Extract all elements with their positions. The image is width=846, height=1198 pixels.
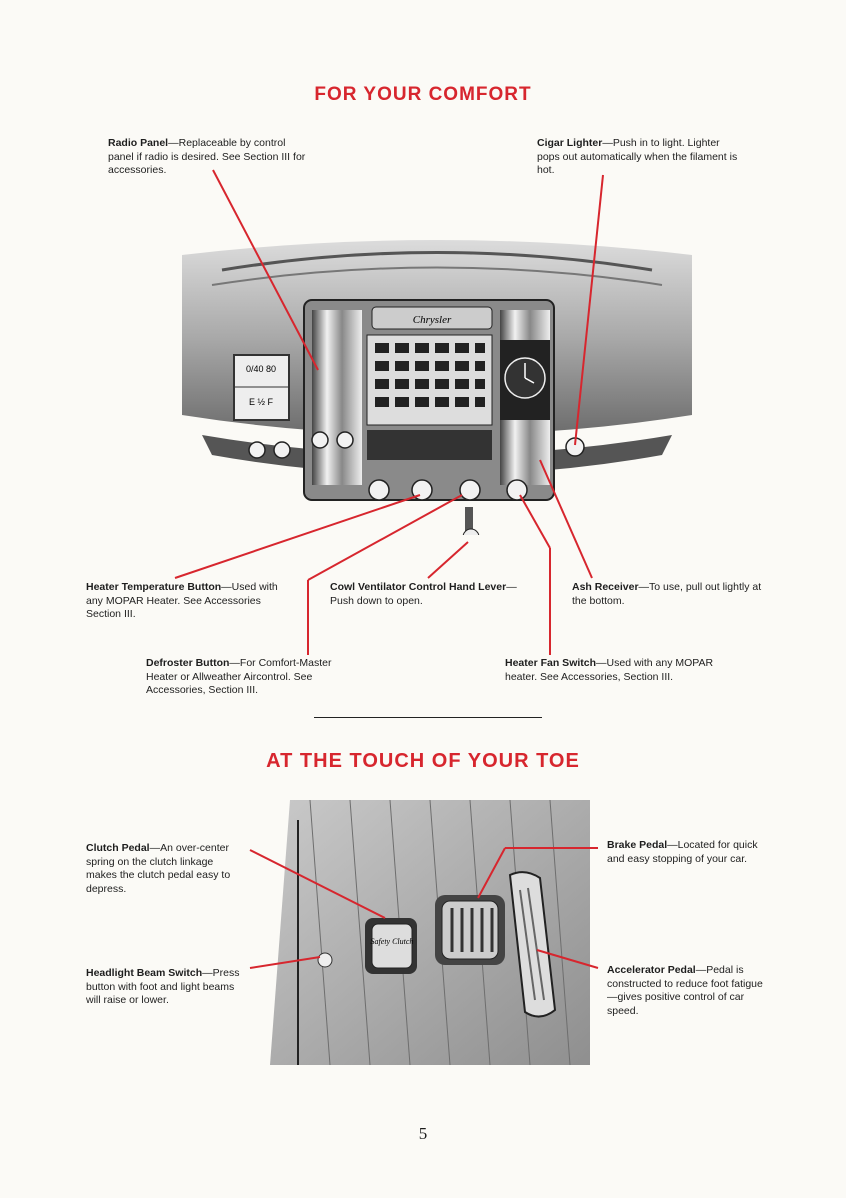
brake-caption: Brake Pedal—Located for quick and easy s… (607, 839, 772, 866)
heater-fan-label: Heater Fan Switch (505, 657, 597, 669)
clutch-caption: Clutch Pedal—An over-center spring on th… (86, 842, 246, 896)
ash-receiver-text: —To use, pull out lightly at the bottom. (572, 581, 762, 607)
defroster-caption: Defroster Button—For Comfort-Master Heat… (146, 657, 361, 698)
brake-label: Brake Pedal (607, 839, 668, 851)
headlight-label: Headlight Beam Switch (86, 967, 203, 979)
radio-panel-text: —Replaceable by control panel if radio i… (108, 137, 306, 176)
defroster-label: Defroster Button (146, 657, 230, 669)
accelerator-label: Accelerator Pedal (607, 964, 696, 976)
cigar-lighter-caption: Cigar Lighter—Push in to light. Lighter … (537, 137, 742, 178)
gauge-speed-text: 0/40 80 (246, 364, 276, 374)
clutch-text: —An over-center spring on the clutch lin… (86, 842, 231, 895)
cowl-vent-caption: Cowl Ventilator Control Hand Lever—Push … (330, 581, 540, 608)
gauge-fuel-text: E ½ F (249, 397, 274, 407)
clutch-pad-text: Safety Clutch (371, 937, 414, 946)
section-title-comfort: FOR YOUR COMFORT (314, 84, 532, 105)
section-divider (314, 717, 542, 718)
ash-receiver-label: Ash Receiver (572, 581, 639, 593)
brand-script: Chrysler (413, 314, 452, 326)
section-title-toe: AT THE TOUCH OF YOUR TOE (266, 750, 580, 772)
heater-temp-label: Heater Temperature Button (86, 581, 222, 593)
clutch-label: Clutch Pedal (86, 842, 150, 854)
accelerator-text: —Pedal is constructed to reduce foot fat… (607, 964, 763, 1017)
heater-fan-text: —Used with any MOPAR heater. See Accesso… (505, 657, 714, 683)
radio-panel-label: Radio Panel (108, 137, 169, 149)
dashboard-illustration: 0/40 80 E ½ F Chrysler (182, 240, 692, 535)
cigar-lighter-label: Cigar Lighter (537, 137, 603, 149)
headlight-text: —Press button with foot and light beams … (86, 967, 240, 1006)
radio-panel-caption: Radio Panel—Replaceable by control panel… (108, 137, 313, 178)
cowl-vent-label: Cowl Ventilator Control Hand Lever (330, 581, 507, 593)
defroster-text: —For Comfort-Master Heater or Allweather… (146, 657, 332, 696)
cigar-lighter-text: —Push in to light. Lighter pops out auto… (537, 137, 738, 176)
heater-fan-caption: Heater Fan Switch—Used with any MOPAR he… (505, 657, 715, 684)
page-number: 5 (418, 1124, 428, 1143)
heater-temp-caption: Heater Temperature Button—Used with any … (86, 581, 296, 622)
accelerator-caption: Accelerator Pedal—Pedal is constructed t… (607, 964, 772, 1018)
pedals-illustration: Safety Clutch (270, 800, 590, 1065)
brake-text: —Located for quick and easy stopping of … (607, 839, 758, 865)
ash-receiver-caption: Ash Receiver—To use, pull out lightly at… (572, 581, 777, 608)
headlight-caption: Headlight Beam Switch—Press button with … (86, 967, 246, 1008)
heater-temp-text: —Used with any MOPAR Heater. See Accesso… (86, 581, 278, 620)
cowl-vent-text: —Push down to open. (330, 581, 517, 607)
